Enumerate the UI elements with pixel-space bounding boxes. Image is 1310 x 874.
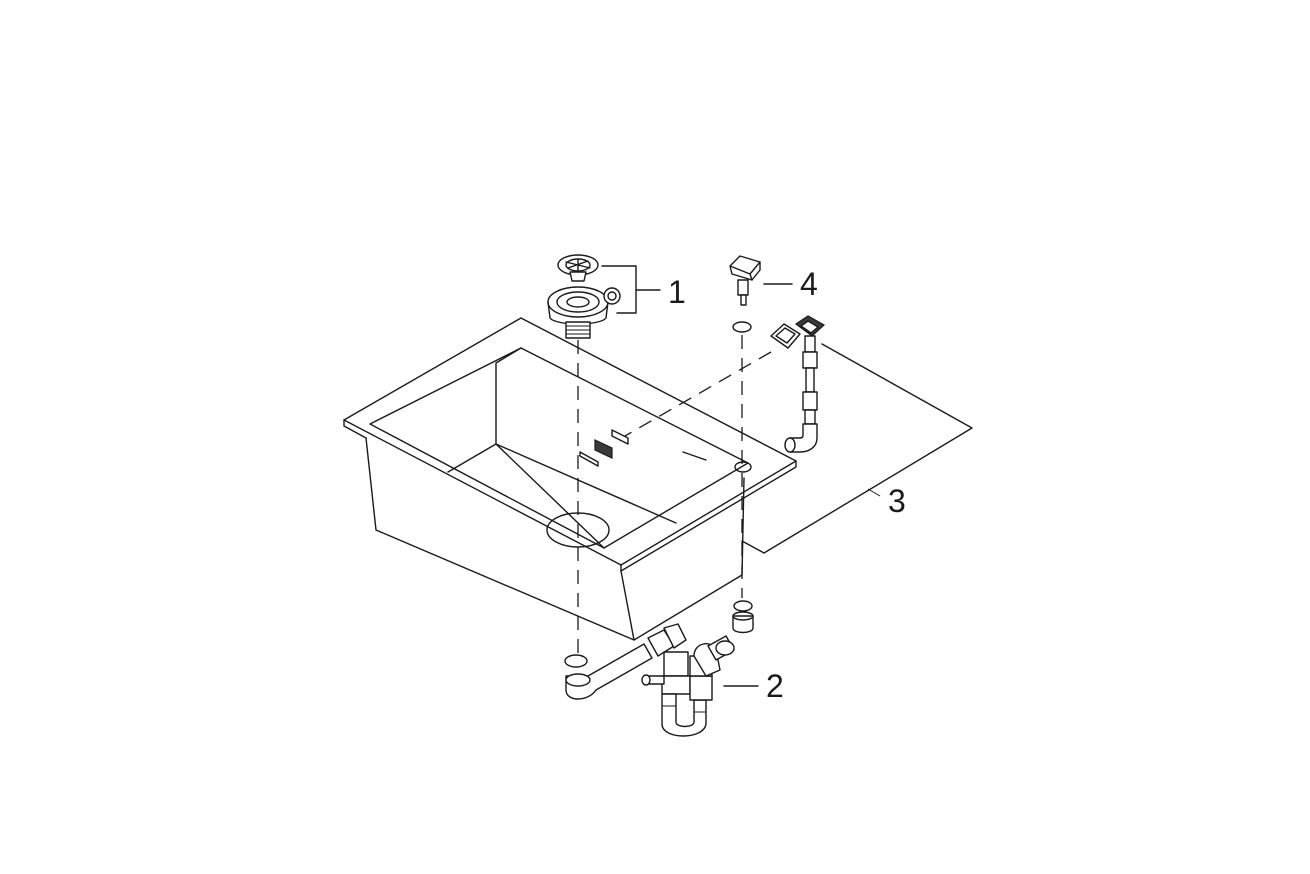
callout-2: 2 [766,668,784,704]
callout-4: 4 [800,266,818,302]
siphon-trap [565,623,735,737]
strainer-basket-assembly [547,254,621,339]
overflow-kit [770,315,826,453]
callout-1: 1 [668,274,686,310]
sink-basin [343,317,797,641]
washer-icon [564,654,588,668]
callout-1-bracket [601,265,661,314]
callout-3-bracket [741,343,973,554]
pop-up-button [729,255,761,306]
connection-nut [732,600,754,634]
callout-3: 3 [888,483,906,519]
washer-icon [732,321,752,333]
axis-line-overflow [624,351,772,437]
